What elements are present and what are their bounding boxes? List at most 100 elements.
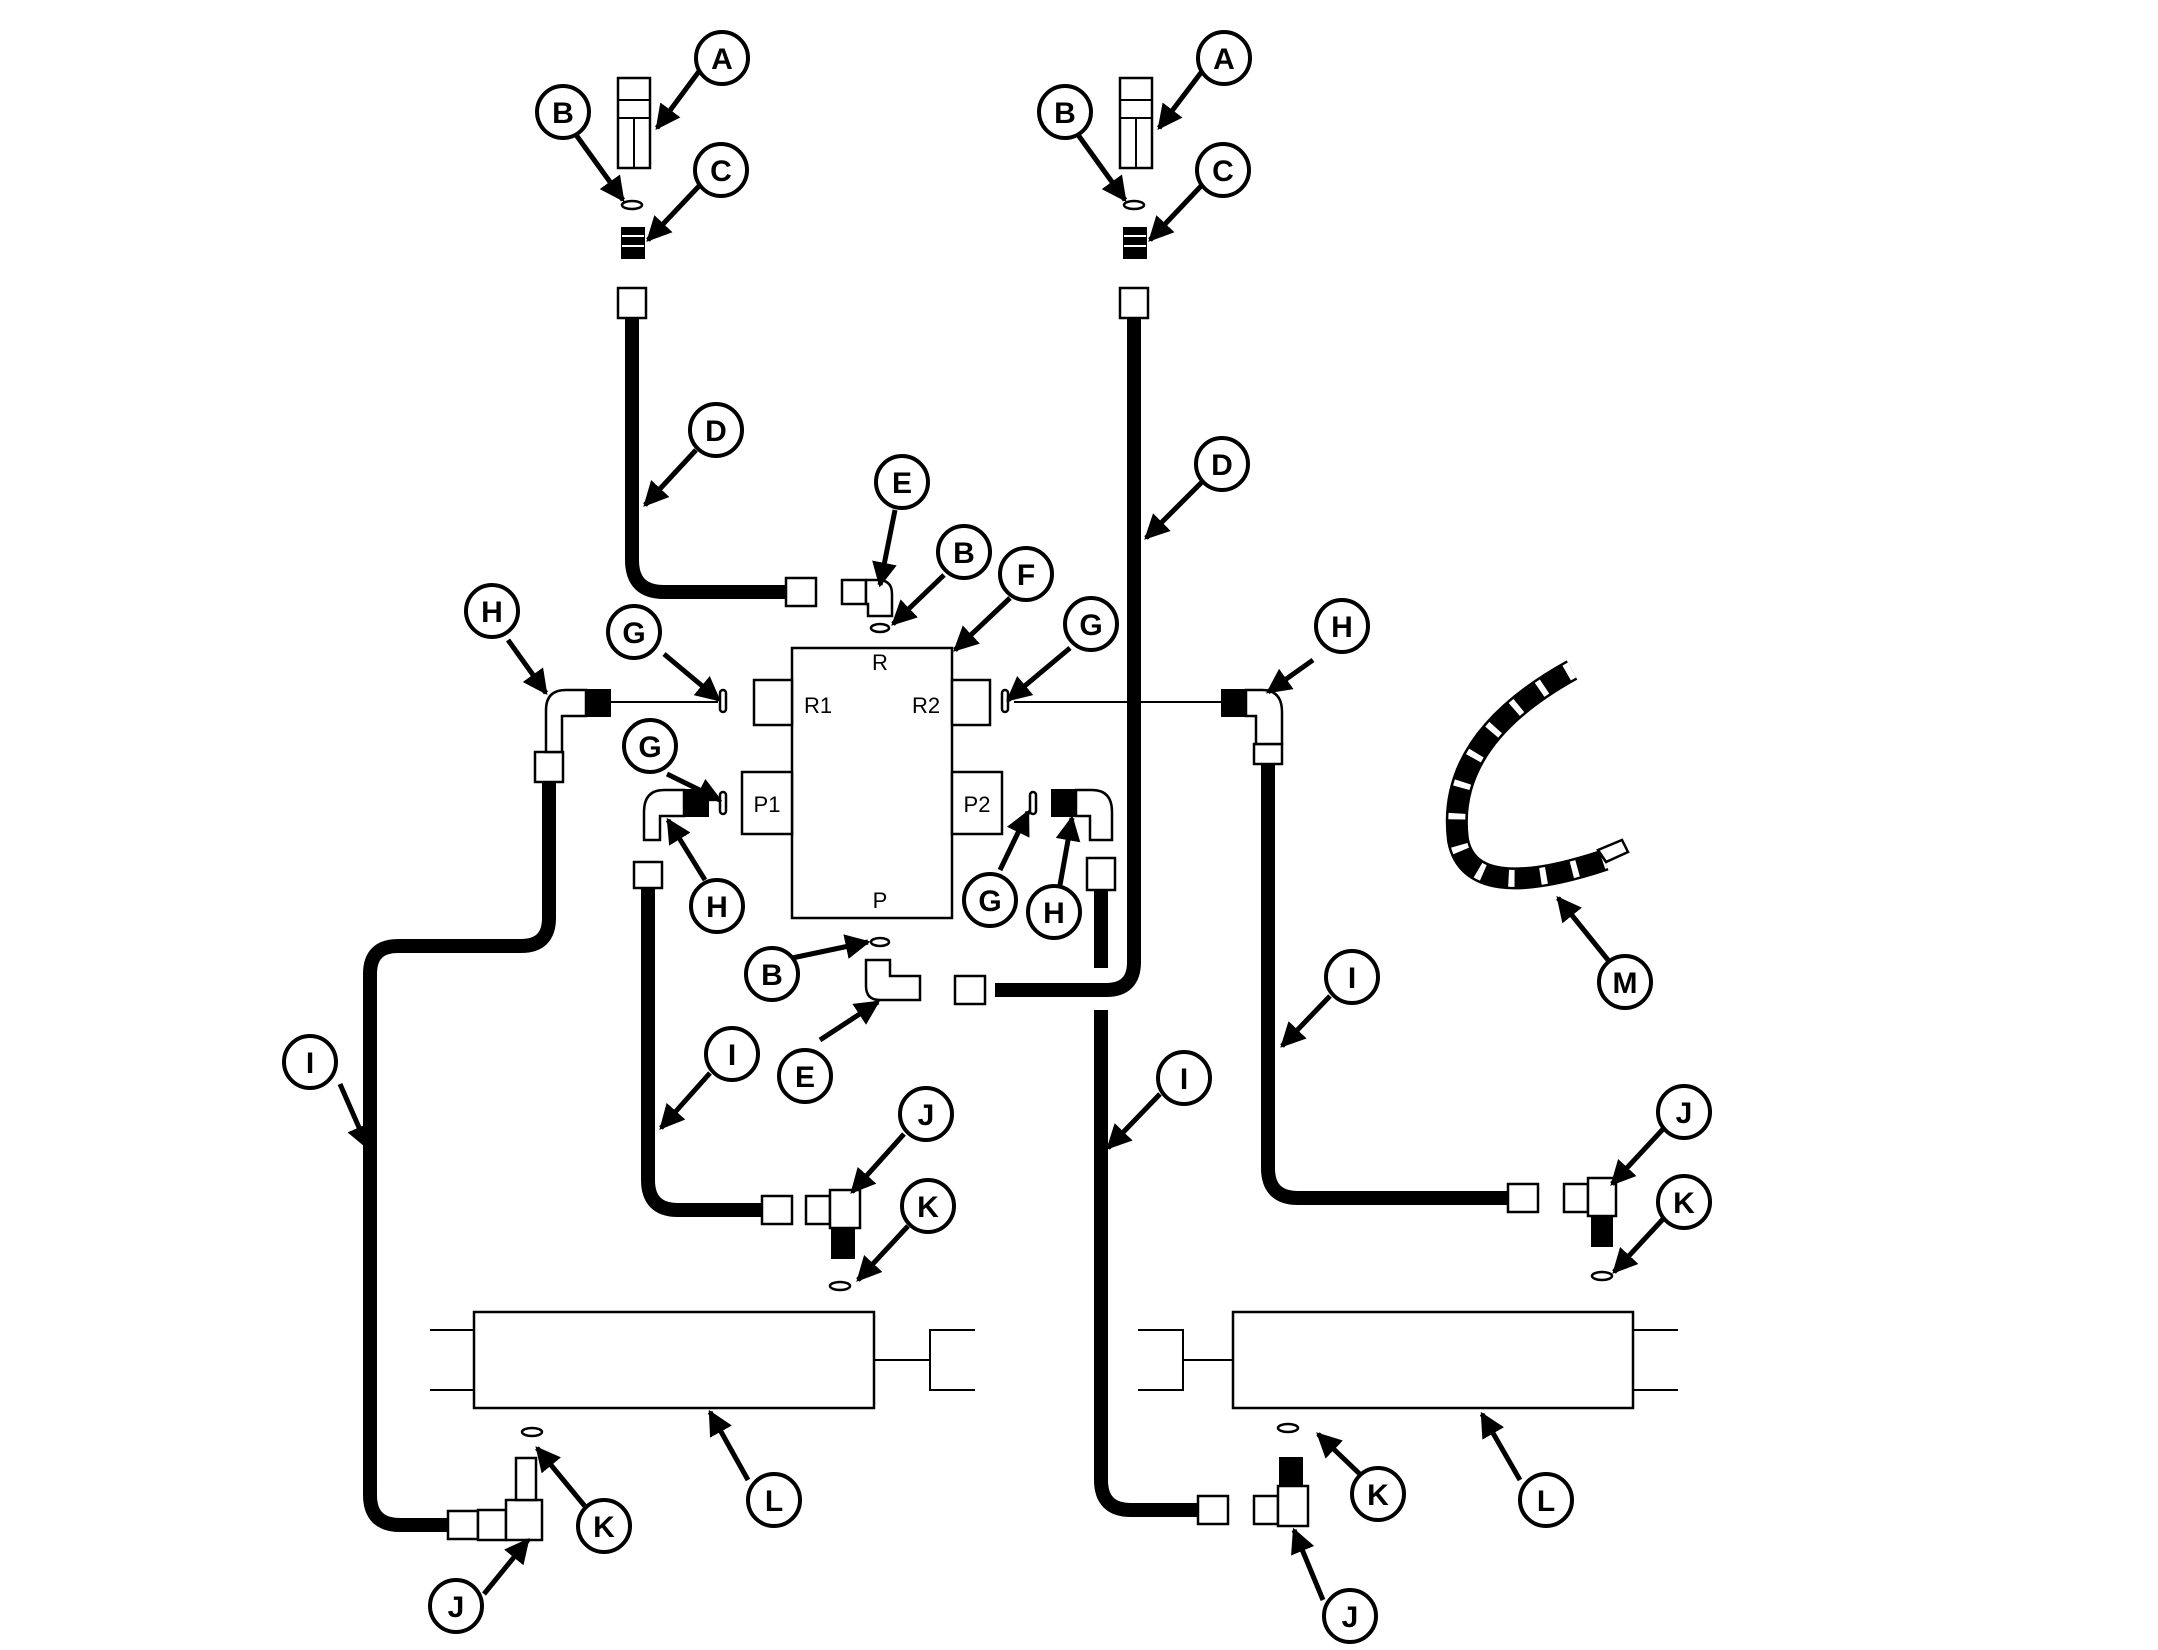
- svg-text:E: E: [795, 1061, 815, 1094]
- callout-b: B: [744, 946, 800, 1002]
- elbow-e-top: [840, 578, 894, 618]
- svg-text:B: B: [552, 97, 574, 130]
- tee-j-center-right: [1252, 1457, 1310, 1528]
- adapter-c-left: [621, 227, 645, 259]
- callout-g: G: [622, 718, 678, 774]
- svg-text:H: H: [706, 891, 728, 924]
- valve-block-f: R R1 R2 P1 P2 P: [740, 646, 1004, 920]
- sensor-a-right: [1118, 76, 1154, 170]
- elbow-h-p2: [1051, 788, 1114, 842]
- port-label-p2: P2: [964, 792, 991, 817]
- svg-text:G: G: [638, 731, 661, 764]
- elbow-e-bottom: [864, 958, 922, 1002]
- sensor-a-left: [616, 76, 652, 170]
- hose-d-right-fitting: [1118, 286, 1150, 320]
- svg-text:G: G: [978, 885, 1001, 918]
- svg-text:A: A: [711, 43, 733, 76]
- callout-j: J: [428, 1578, 484, 1634]
- svg-text:C: C: [1212, 155, 1234, 188]
- oring-b-top: [869, 622, 891, 634]
- cylinder-l-left: [430, 1310, 975, 1410]
- callout-c: C: [693, 142, 749, 198]
- hose-fitting: [1506, 1182, 1540, 1214]
- hose-fitting: [953, 974, 987, 1006]
- elbow-h-far-left: [544, 688, 611, 754]
- hose-d-left-fitting: [616, 286, 648, 320]
- callout-i: I: [1324, 949, 1380, 1005]
- callout-e: E: [874, 454, 930, 510]
- svg-text:C: C: [710, 155, 732, 188]
- callout-h: H: [1026, 884, 1082, 940]
- oring-g-r2: [1000, 688, 1010, 714]
- svg-text:E: E: [892, 467, 912, 500]
- oring-g-p2: [1028, 790, 1038, 816]
- callout-h: H: [464, 583, 520, 639]
- hose-i-center-right: [1094, 1010, 1198, 1517]
- svg-text:M: M: [1613, 967, 1638, 1000]
- band-m: [1445, 660, 1630, 890]
- elbow-h-far-right: [1221, 688, 1284, 746]
- hose-fitting: [632, 860, 664, 890]
- svg-text:J: J: [1676, 1097, 1693, 1130]
- hose-d-right: [995, 318, 1141, 997]
- tee-j-far-left: [476, 1456, 544, 1542]
- hose-fitting: [784, 576, 818, 608]
- svg-text:L: L: [1537, 1485, 1555, 1518]
- hose-fitting: [1085, 856, 1117, 892]
- callout-m: M: [1597, 954, 1653, 1010]
- tee-j-far-right: [1562, 1176, 1618, 1247]
- svg-text:G: G: [622, 617, 645, 650]
- svg-text:K: K: [1367, 1479, 1389, 1512]
- callout-a: A: [1196, 30, 1252, 86]
- callout-b: B: [1037, 84, 1093, 140]
- hose-fitting: [760, 1194, 794, 1226]
- callout-i: I: [1156, 1050, 1212, 1106]
- oring-k: [1590, 1270, 1614, 1282]
- callout-l: L: [1518, 1472, 1574, 1528]
- hose-i-far-left: [363, 780, 556, 1532]
- svg-text:K: K: [1673, 1187, 1695, 1220]
- hose-fitting: [1252, 742, 1284, 766]
- svg-text:J: J: [448, 1591, 465, 1624]
- oring-k: [520, 1426, 544, 1438]
- oring-b-bottom: [869, 936, 891, 948]
- callout-b: B: [535, 84, 591, 140]
- callout-i: I: [704, 1026, 760, 1082]
- oring-k: [1276, 1422, 1300, 1434]
- callout-j: J: [1322, 1588, 1378, 1644]
- callout-k: K: [576, 1498, 632, 1554]
- oring-b-left-top: [620, 199, 644, 211]
- svg-text:D: D: [705, 415, 727, 448]
- callout-l: L: [746, 1472, 802, 1528]
- svg-text:B: B: [761, 959, 783, 992]
- svg-text:B: B: [953, 537, 975, 570]
- oring-k: [828, 1280, 852, 1292]
- port-label-r: R: [872, 650, 888, 675]
- callout-g: G: [606, 604, 662, 660]
- hose-d-left: [625, 318, 790, 599]
- port-label-p1: P1: [754, 792, 781, 817]
- svg-text:L: L: [765, 1485, 783, 1518]
- hose-fitting: [1196, 1494, 1230, 1526]
- svg-text:H: H: [1331, 611, 1353, 644]
- hose-i-center-left: [641, 884, 762, 1217]
- svg-text:K: K: [917, 1191, 939, 1224]
- port-label-p: P: [873, 888, 888, 913]
- svg-text:F: F: [1017, 559, 1035, 592]
- svg-text:J: J: [918, 1099, 935, 1132]
- callout-g: G: [962, 872, 1018, 928]
- callout-g: G: [1063, 596, 1119, 652]
- callout-k: K: [1656, 1174, 1712, 1230]
- callout-e: E: [777, 1048, 833, 1104]
- callout-j: J: [898, 1086, 954, 1142]
- svg-text:I: I: [1348, 962, 1356, 995]
- svg-text:D: D: [1211, 449, 1233, 482]
- callout-b: B: [936, 524, 992, 580]
- adapter-c-right: [1123, 227, 1147, 259]
- callout-h: H: [689, 878, 745, 934]
- oring-g-p1: [718, 790, 728, 816]
- callout-k: K: [1350, 1466, 1406, 1522]
- svg-text:I: I: [306, 1047, 314, 1080]
- svg-text:K: K: [593, 1511, 615, 1544]
